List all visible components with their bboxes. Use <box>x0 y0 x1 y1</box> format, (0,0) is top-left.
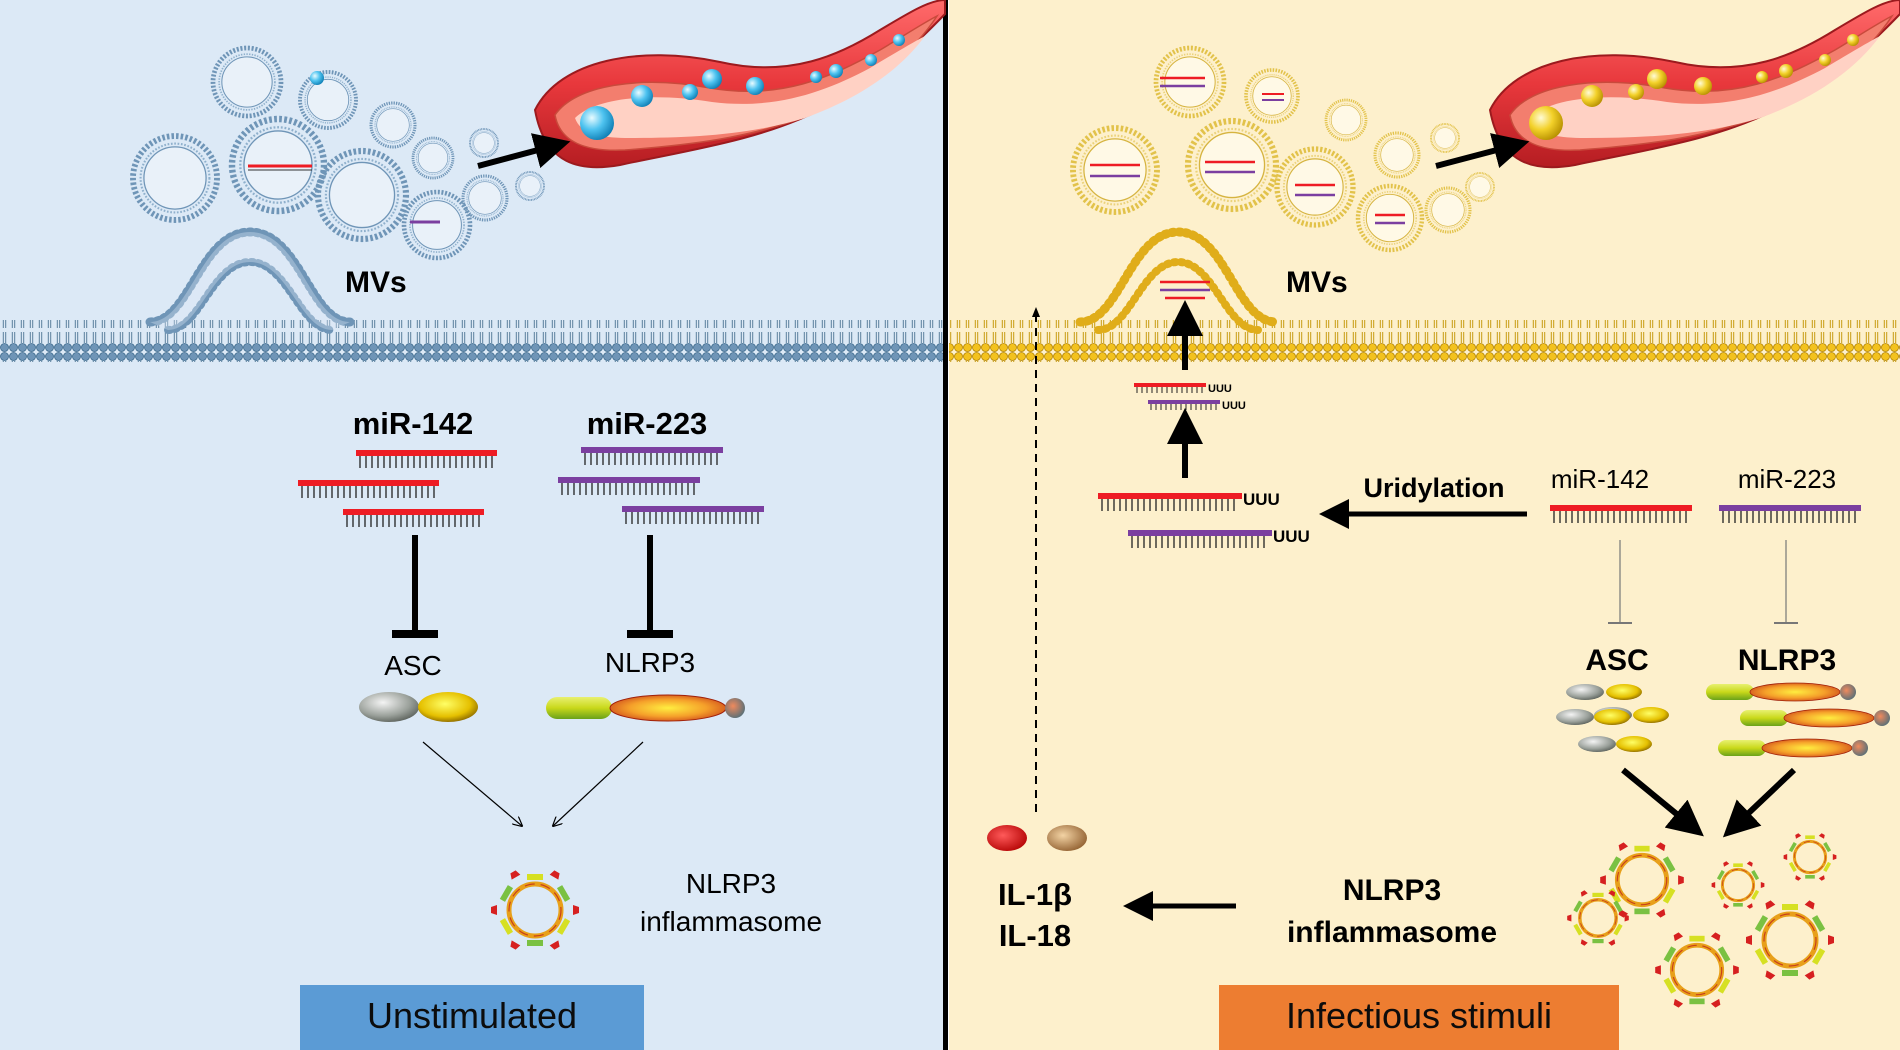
right-il1b-particle <box>987 825 1027 851</box>
right-state-badge <box>1219 985 1619 1050</box>
right-vesicle-cloud <box>1073 48 1495 250</box>
right-state-label: Infectious stimuli <box>1286 995 1552 1036</box>
panel-divider <box>943 0 948 1050</box>
right-nlrp3-label: NLRP3 <box>1738 644 1836 677</box>
left-inflammasome-line1: NLRP3 <box>686 868 776 899</box>
right-uridylation-label: Uridylation <box>1363 473 1504 503</box>
left-secretion-arrow <box>477 133 571 169</box>
right-inflammasome-line1: NLRP3 <box>1343 874 1441 907</box>
right-uuu-tail-mir142: UUU <box>1243 490 1280 509</box>
right-weak-inhibition-asc <box>1608 540 1632 624</box>
left-nlrp3-label: NLRP3 <box>605 647 695 678</box>
right-uuu-tail-mir223: UUU <box>1273 527 1310 546</box>
left-mir142-label: miR-142 <box>353 406 474 441</box>
left-assembly-arrow-b <box>553 741 644 826</box>
left-state-label: Unstimulated <box>367 995 577 1036</box>
right-mvs-label: MVs <box>1286 266 1348 299</box>
right-mir223-strand <box>1719 505 1861 523</box>
left-nlrp3-protein <box>546 694 745 722</box>
left-assembly-arrow-a <box>422 741 522 826</box>
left-mvs-label: MVs <box>345 266 407 299</box>
svg-text:UUU: UUU <box>1208 383 1232 395</box>
left-vesicle-cloud <box>133 48 545 258</box>
right-membrane <box>949 227 1900 362</box>
left-membrane <box>0 227 943 362</box>
right-assembly-arrow-b <box>1722 767 1797 838</box>
left-mir142-strands <box>298 450 497 527</box>
right-assembly-arrow-a <box>1621 767 1704 837</box>
left-mir223-strands <box>558 447 764 524</box>
right-mir142-label: miR-142 <box>1551 464 1649 494</box>
right-mir142-strand <box>1550 505 1692 523</box>
left-mir223-label: miR-223 <box>587 406 708 441</box>
right-asc-cluster <box>1556 684 1669 752</box>
right-mir223-label: miR-223 <box>1738 464 1836 494</box>
left-state-badge <box>300 985 644 1050</box>
right-uridylated-mir142: UUU <box>1098 490 1280 511</box>
right-secretion-arrow <box>1435 133 1530 169</box>
left-inhibition-nlrp3 <box>627 535 673 638</box>
right-il1b-label: IL-1β <box>998 877 1072 912</box>
right-il18-label: IL-18 <box>999 918 1071 953</box>
right-weak-inhibition-nlrp3 <box>1774 540 1798 624</box>
right-small-uridylated-pair: UUU UUU <box>1134 383 1246 412</box>
left-blood-vessel <box>533 0 946 169</box>
left-inflammasome-line2: inflammasome <box>640 906 822 937</box>
right-nlrp3-cluster <box>1706 682 1890 758</box>
left-asc-label: ASC <box>384 650 442 681</box>
right-asc-label: ASC <box>1585 644 1648 677</box>
left-inhibition-asc <box>392 535 438 638</box>
right-il18-particle <box>1047 825 1087 851</box>
svg-text:UUU: UUU <box>1222 400 1246 412</box>
right-inflammasome-line2: inflammasome <box>1287 916 1497 949</box>
left-asc-protein <box>359 692 478 722</box>
right-bud-cargo <box>1160 280 1210 300</box>
right-uridylated-mir223: UUU <box>1128 527 1310 548</box>
